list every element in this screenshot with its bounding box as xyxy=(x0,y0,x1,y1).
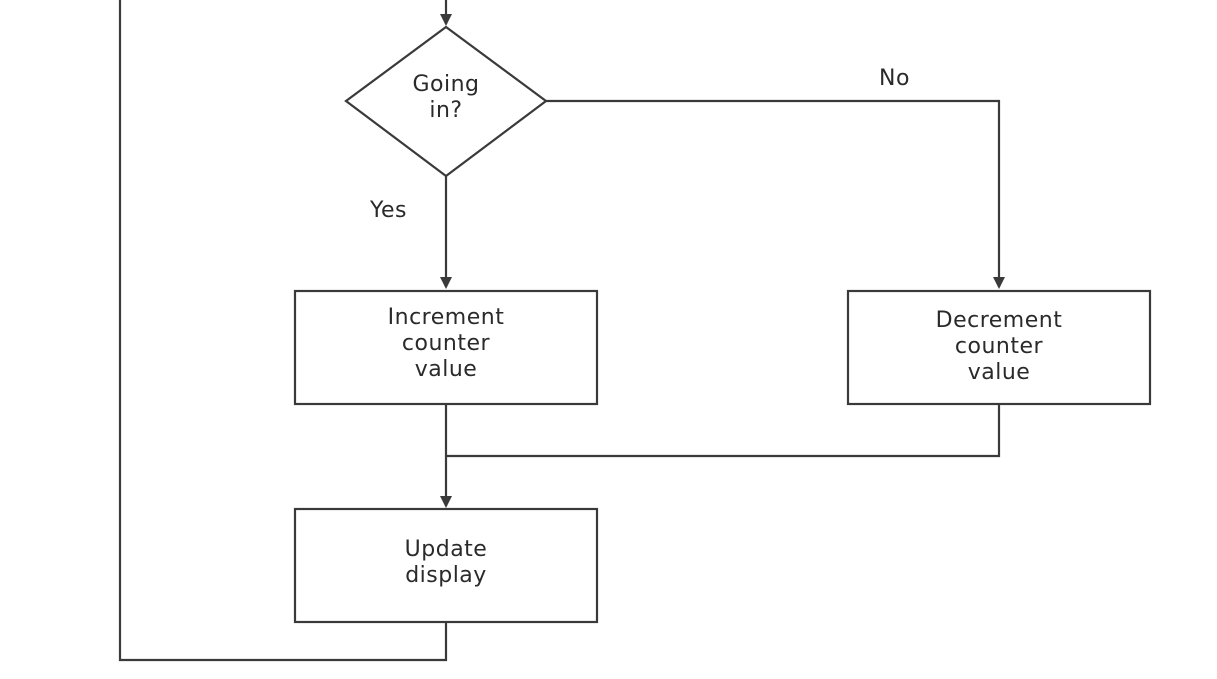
update-label: Update display xyxy=(295,537,597,589)
decision-label-line-2: in? xyxy=(429,98,463,123)
decrement-merge-connector xyxy=(446,404,1001,458)
loop-back-connector xyxy=(118,0,448,662)
increment-box xyxy=(293,289,599,406)
increment-label-line-2: counter xyxy=(401,331,491,356)
yes-edge-label: Yes xyxy=(370,198,408,223)
increment-label-line-1: Increment xyxy=(387,305,505,330)
no-edge-label: No xyxy=(879,66,910,91)
update-label-line-1: Update xyxy=(404,537,488,562)
no-connector xyxy=(546,99,1005,289)
update-label-line-2: display xyxy=(405,563,487,588)
decrement-label-line-1: Decrement xyxy=(935,308,1063,333)
increment-label-line-3: value xyxy=(414,357,478,382)
increment-label: Increment counter value xyxy=(295,305,597,383)
decision-label-line-1: Going xyxy=(412,72,480,97)
decrement-label: Decrement counter value xyxy=(848,308,1150,386)
update-box xyxy=(293,507,599,624)
decrement-label-line-3: value xyxy=(967,360,1031,385)
decision-label: Going in? xyxy=(386,72,506,124)
decrement-label-line-2: counter xyxy=(954,334,1044,359)
